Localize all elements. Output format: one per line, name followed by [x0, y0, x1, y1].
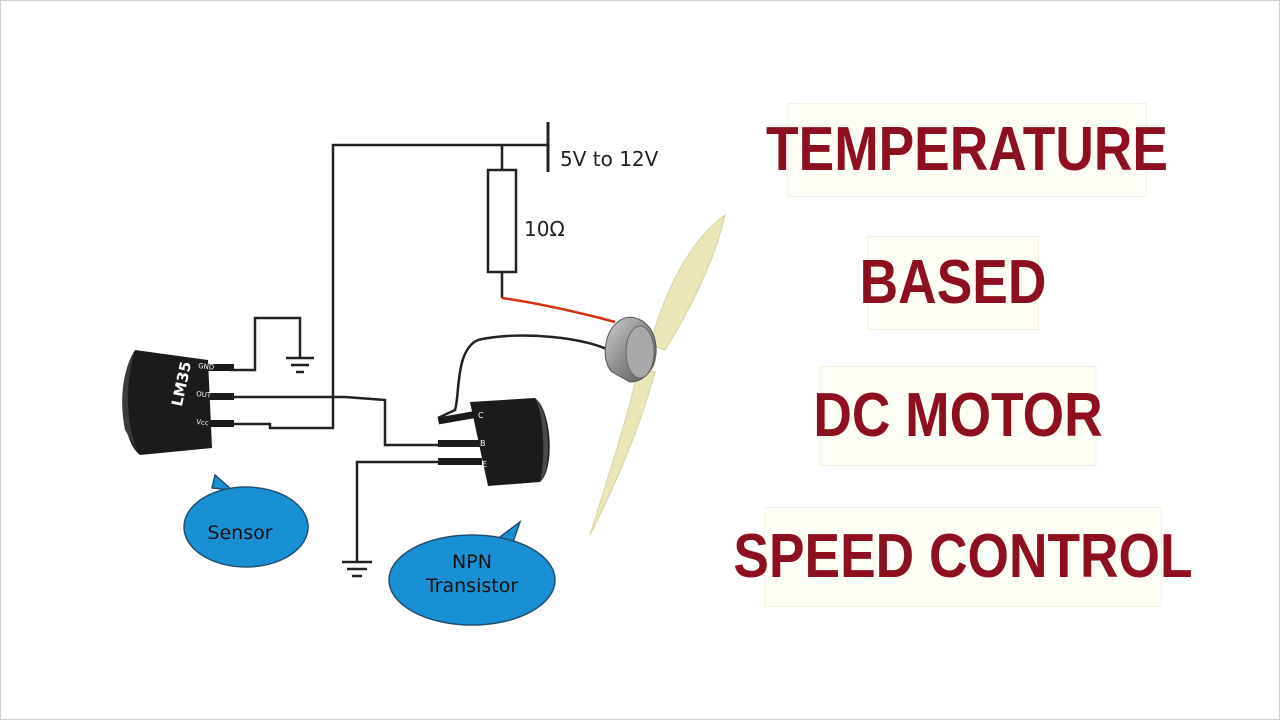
- lm35-pin-vcc: Vcc: [196, 418, 209, 427]
- transistor-callout: NPN Transistor: [388, 519, 556, 626]
- dc-motor: [604, 317, 657, 383]
- lm35-pin-out: OUT: [196, 390, 212, 400]
- resistor-value-label: 10Ω: [524, 217, 565, 241]
- title-line-speed-control: SPEED CONTROL: [733, 507, 1193, 607]
- wires: [230, 122, 613, 562]
- title-line-based: BASED: [860, 236, 1046, 330]
- sensor-out-wire: [232, 395, 475, 447]
- transistor-callout-line2: Transistor: [425, 575, 518, 597]
- fan-blade: [589, 213, 726, 536]
- lm35-sensor: LM35 GND OUT Vcc: [122, 350, 234, 455]
- sensor-callout-text: Sensor: [207, 522, 272, 544]
- resistor-symbol: [486, 168, 518, 274]
- sensor-gnd-wire: [230, 316, 302, 372]
- title-line-temperature: TEMPERATURE: [766, 103, 1168, 197]
- ground-symbol-emitter: [342, 560, 372, 578]
- top-rail-wire: [331, 143, 548, 400]
- motor-red-wire: [501, 296, 616, 324]
- transistor-callout-line1: NPN: [452, 551, 492, 573]
- npn-transistor: C B E: [437, 398, 550, 486]
- supply-voltage-label: 5V to 12V: [560, 147, 659, 171]
- transistor-pin-c: C: [478, 411, 484, 420]
- title-line-dc-motor: DC MOTOR: [813, 366, 1103, 466]
- transistor-pin-b: B: [480, 439, 486, 448]
- emitter-ground-wire: [355, 460, 478, 562]
- lm35-pin-gnd: GND: [198, 362, 215, 372]
- motor-black-wire: [437, 334, 613, 420]
- sensor-callout: Sensor: [183, 473, 309, 568]
- transistor-pin-e: E: [482, 460, 487, 469]
- ground-symbol-sensor: [286, 356, 314, 374]
- sensor-vcc-wire: [232, 400, 335, 430]
